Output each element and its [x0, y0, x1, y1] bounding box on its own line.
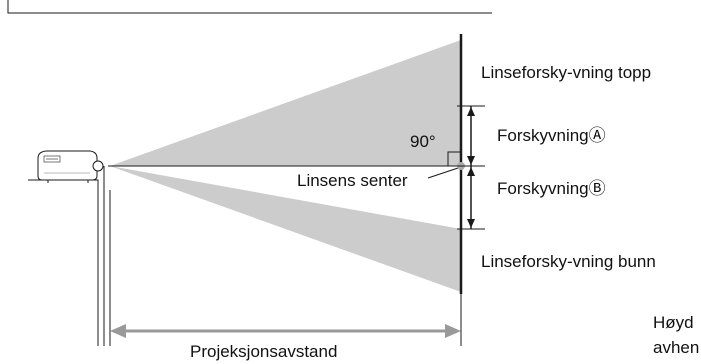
angle-label: 90°	[410, 132, 436, 151]
shift-b-label: ForskyvningⒷ	[497, 179, 606, 198]
lens-shift-top-label: Linseforsky-vning topp	[481, 63, 652, 82]
beam-bottom	[110, 166, 461, 292]
shift-a-label: ForskyvningⒶ	[497, 126, 606, 145]
note-line-1: Høyd	[653, 313, 694, 332]
projection-distance-dimension	[110, 294, 462, 346]
projector-shelf	[28, 179, 99, 346]
right-angle-marker	[447, 151, 461, 166]
lens-shift-bottom-label: Linseforsky-vning bunn	[481, 252, 656, 271]
beam-top	[110, 40, 461, 166]
note-line-2: avhen	[653, 338, 700, 357]
projector-icon	[37, 150, 104, 183]
lens-center-label: Linsens senter	[297, 171, 408, 190]
lens-center-leader	[427, 167, 459, 179]
projection-distance-label: Projeksjonsavstand	[190, 342, 338, 361]
shift-dimension	[457, 105, 485, 230]
room-outline	[7, 0, 492, 14]
